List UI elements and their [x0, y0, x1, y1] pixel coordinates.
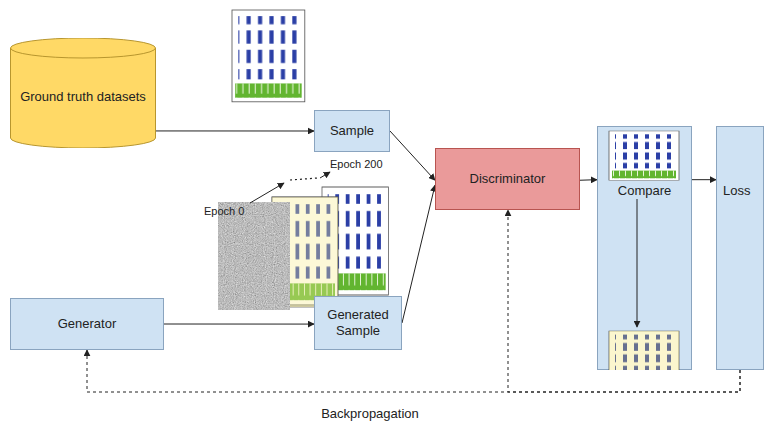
compare-panel: Compare — [597, 126, 692, 370]
node-label: Discriminator — [470, 171, 546, 187]
flow-arrow — [402, 185, 435, 323]
discriminator-box: Discriminator — [435, 148, 580, 210]
process-box: Sample — [314, 110, 390, 152]
dataset-cylinder: Ground truth datasets — [10, 38, 156, 148]
edge-label: Backpropagation — [321, 406, 419, 421]
process-box: Generated Sample — [314, 296, 402, 350]
epoch-label: Epoch 0 — [204, 205, 244, 217]
node-label: Compare — [615, 183, 674, 199]
flow-arrow — [164, 324, 314, 325]
flow-arrow — [580, 179, 597, 181]
compare-thumbnails — [597, 126, 692, 370]
flow-arrow — [692, 179, 716, 180]
node-label: Generator — [58, 316, 117, 332]
loss-panel: Loss — [716, 126, 764, 370]
node-label: Sample — [330, 123, 374, 139]
node-label: Ground truth datasets — [20, 89, 146, 105]
process-box: Generator — [10, 298, 164, 350]
node-label: Loss — [723, 183, 750, 199]
flow-arrow — [390, 131, 435, 180]
node-label: Generated Sample — [315, 307, 401, 338]
flow-arrow — [156, 130, 314, 131]
epoch-label: Epoch 200 — [330, 158, 383, 170]
